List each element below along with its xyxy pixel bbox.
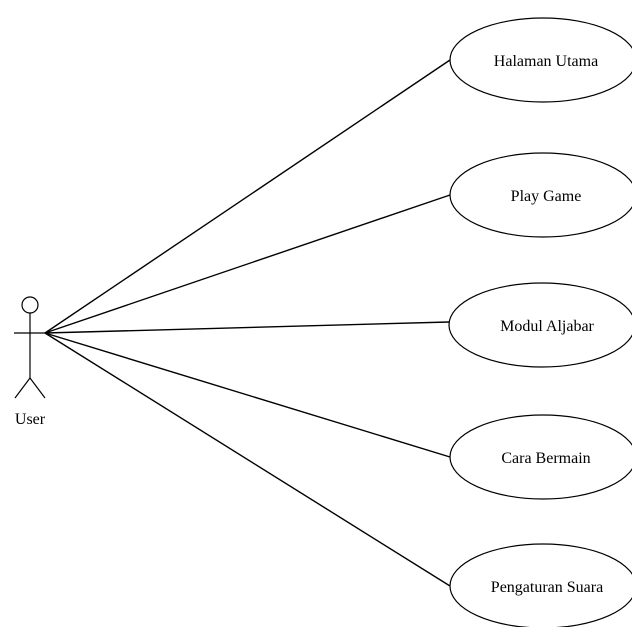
actor: User [14, 296, 46, 428]
associations [44, 59, 451, 587]
use-case-ellipse [448, 282, 632, 368]
use-case-halaman-utama: Halaman Utama [449, 17, 632, 103]
stick-figure-icon [14, 296, 46, 399]
use-case-modul-aljabar: Modul Aljabar [448, 282, 632, 368]
association-play-game [44, 194, 451, 334]
association-modul-aljabar [44, 321, 450, 334]
use-case-label: Pengaturan Suara [491, 579, 603, 596]
actor-left-leg [14, 377, 31, 399]
use-case-label: Cara Bermain [501, 450, 590, 467]
association-cara-bermain [44, 332, 451, 458]
association-halaman-utama [44, 59, 451, 334]
use-case-ellipse [449, 152, 632, 238]
use-case-label: Modul Aljabar [500, 318, 594, 335]
use-case-ellipse [449, 17, 632, 103]
use-case-play-game: Play Game [449, 152, 632, 238]
association-pengaturan-suara [44, 332, 451, 587]
use-case-pengaturan-suara: Pengaturan Suara [449, 543, 632, 627]
actor-head [21, 296, 39, 314]
use-case-label: Halaman Utama [494, 53, 598, 70]
use-case-ellipse [449, 414, 632, 500]
use-case-ellipse [449, 543, 632, 627]
actor-right-leg [29, 377, 46, 399]
use-case-cara-bermain: Cara Bermain [449, 414, 632, 500]
use-case-label: Play Game [511, 188, 582, 205]
actor-label: User [15, 411, 46, 428]
